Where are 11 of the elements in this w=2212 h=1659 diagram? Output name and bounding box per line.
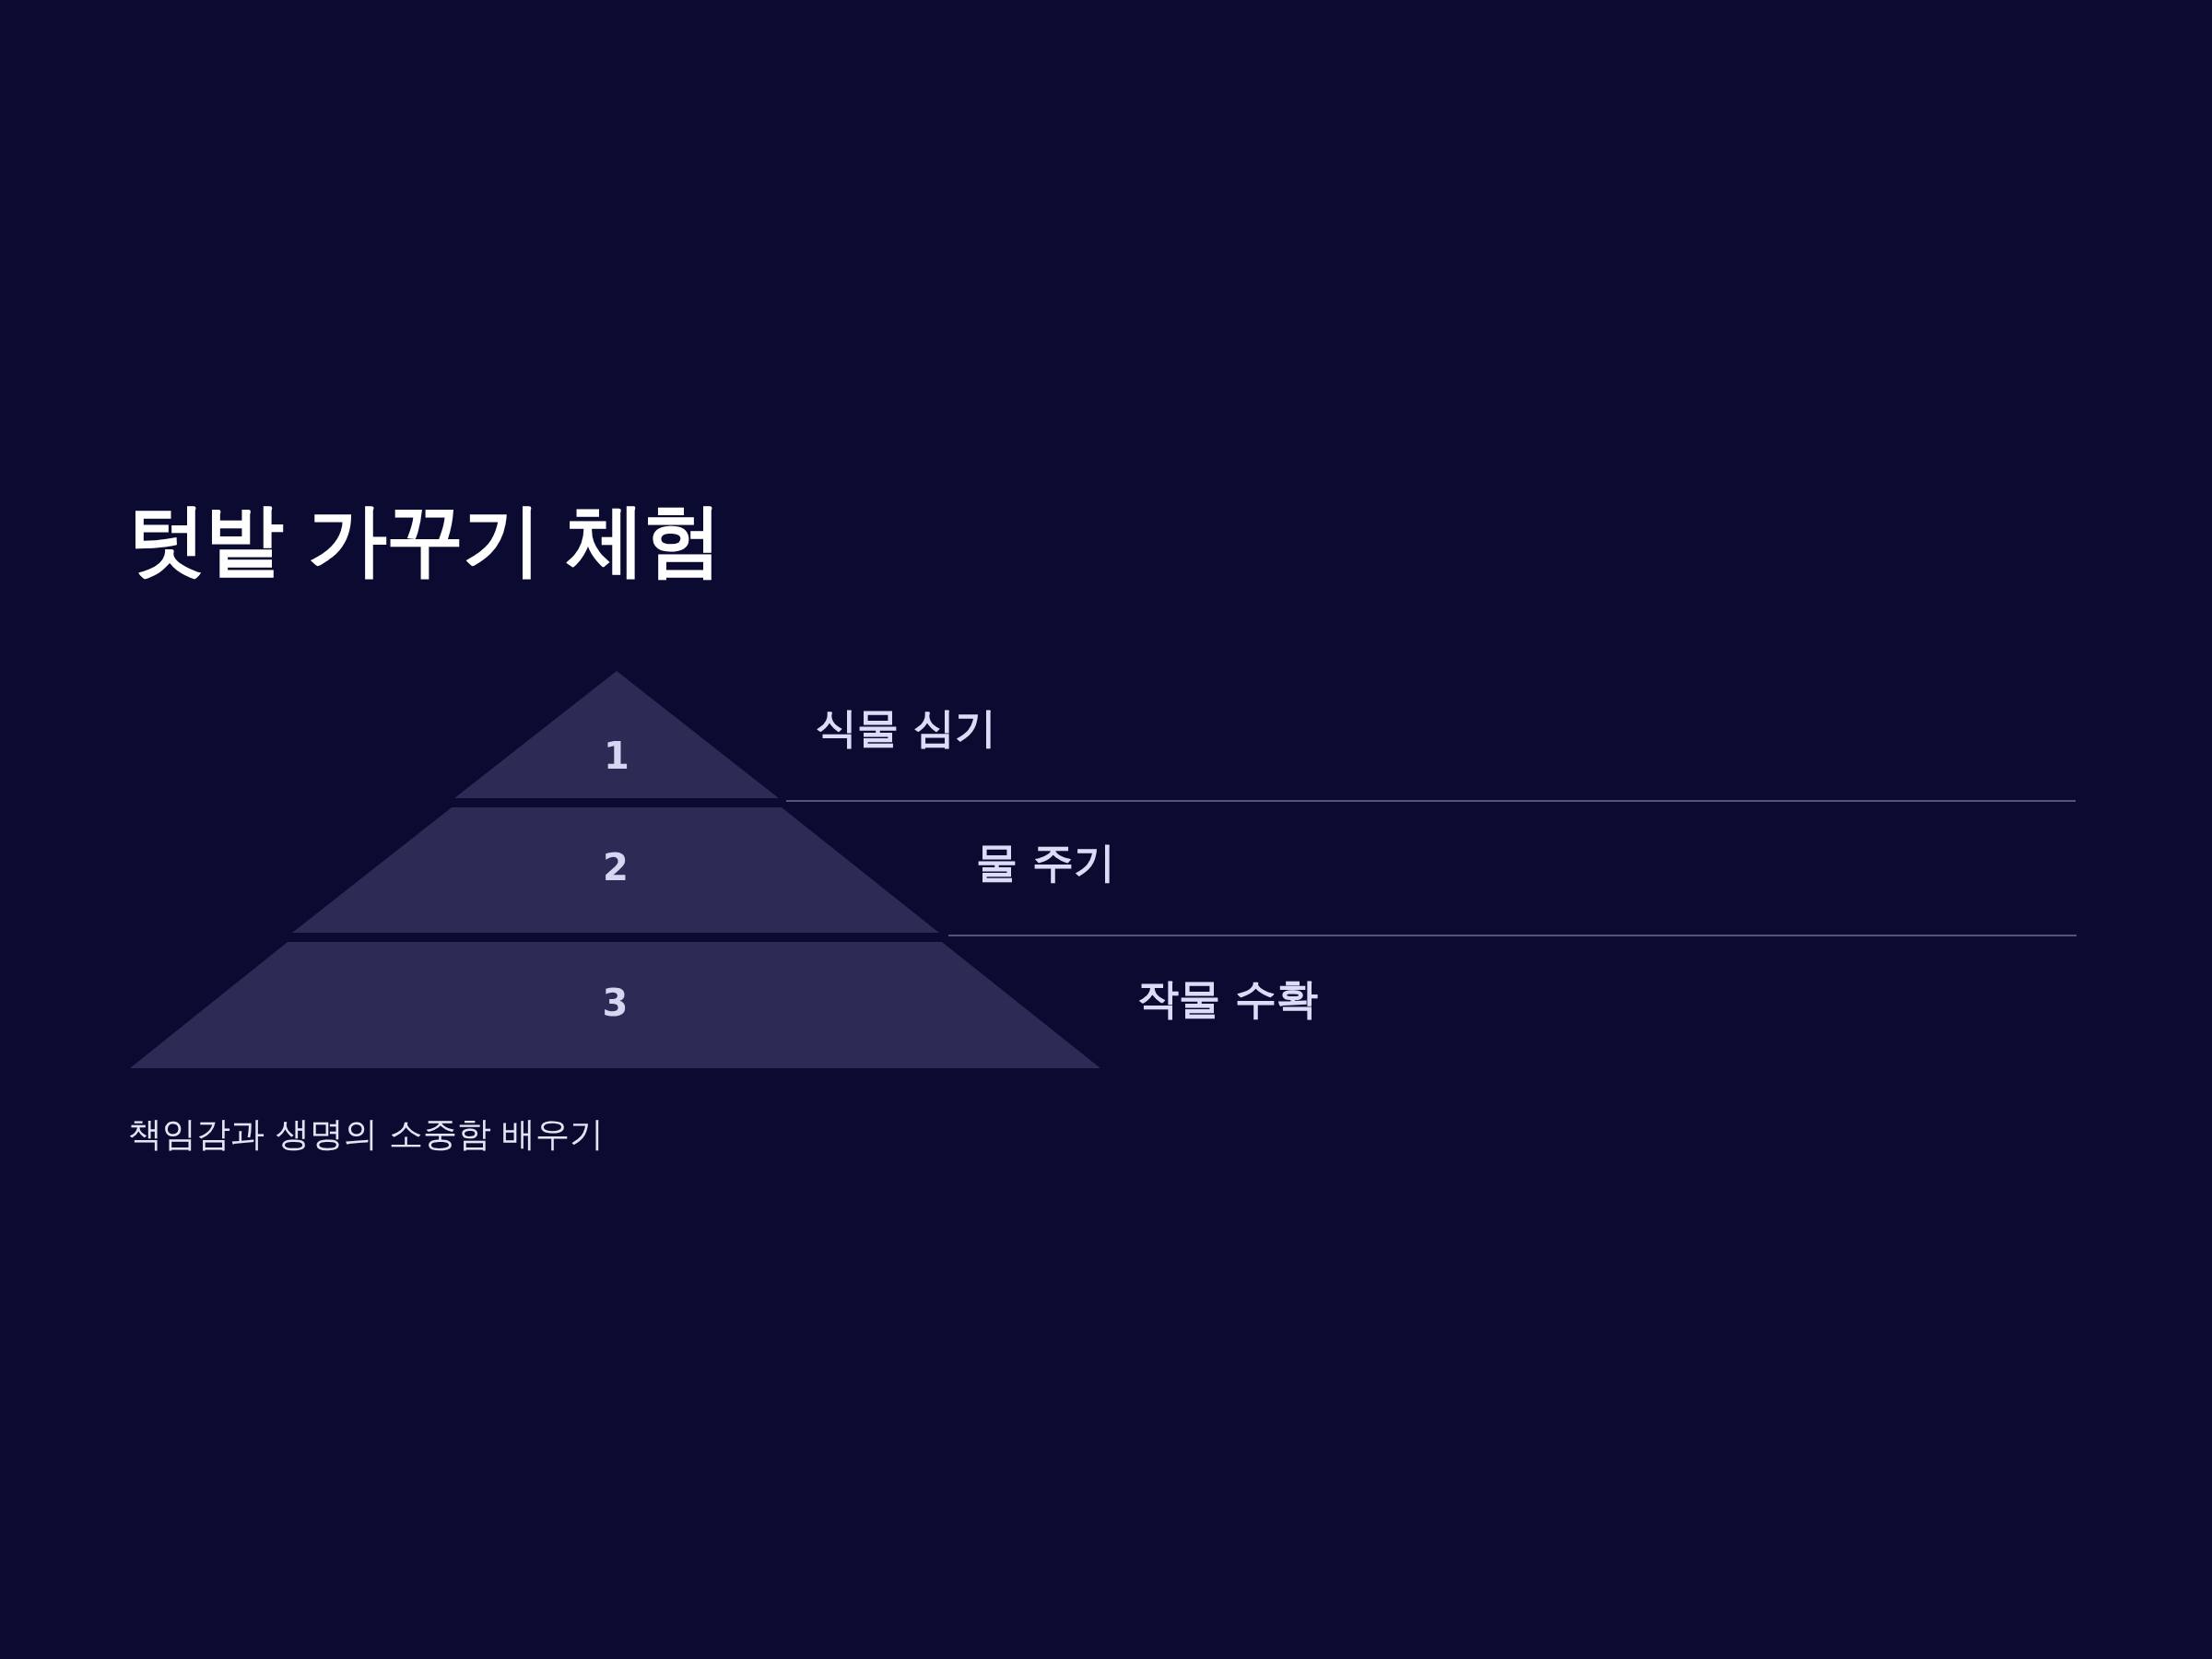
tier-label: 식물 심기 — [816, 702, 996, 754]
tier-number: 3 — [602, 981, 629, 1024]
tier-number: 1 — [604, 735, 629, 777]
pyramid-tier — [130, 942, 1100, 1068]
pyramid-tier — [454, 671, 779, 798]
pyramid-tier — [292, 807, 939, 933]
tier-number: 2 — [603, 846, 629, 888]
tier-label: 작물 수확 — [1137, 973, 1318, 1025]
title: 텃밭 가꾸기 체험 — [127, 492, 721, 587]
caption: 책임감과 생명의 소중함 배우기 — [128, 1113, 605, 1156]
tier-label: 물 주기 — [976, 837, 1115, 888]
